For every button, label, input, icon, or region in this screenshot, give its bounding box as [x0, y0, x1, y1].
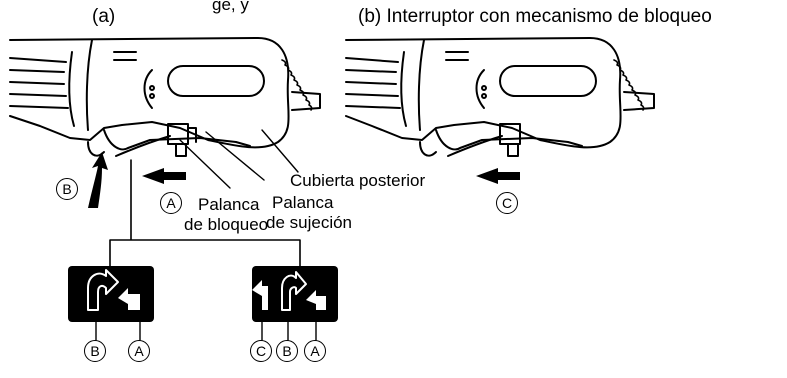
callout-lock-lever-line1: Palanca	[198, 195, 260, 214]
callout-rear-cover: Cubierta posterior	[290, 171, 426, 190]
arrow-c-left	[476, 168, 520, 184]
tool-body-b	[345, 37, 655, 157]
marker-a: A	[160, 192, 182, 214]
arrow-b-up	[88, 152, 108, 208]
panel-b-label: (b) Interruptor con mecanismo de bloqueo	[358, 6, 712, 27]
seq-right-marker-a: A	[304, 340, 326, 362]
arrow-a-left	[142, 168, 186, 184]
leader-rear-cover	[261, 129, 299, 173]
panel-a-label: (a)	[92, 6, 116, 27]
seq-left-a-arrow	[118, 288, 140, 310]
tool-body-a	[9, 37, 321, 157]
callout-lock-lever-line2: de bloqueo	[184, 215, 269, 234]
callout-clamp-lever-line2: de sujeción	[266, 213, 353, 232]
callout-clamp-lever-line1: Palanca	[272, 193, 334, 212]
leader-clamp-lever	[205, 131, 265, 181]
marker-b: B	[56, 178, 78, 200]
seq-left-marker-b: B	[84, 340, 106, 362]
marker-c: C	[496, 192, 518, 214]
seq-right-marker-b: B	[276, 340, 298, 362]
sequence-connector	[109, 159, 301, 267]
seq-left-b-arrow	[87, 269, 119, 311]
leader-lock-lever	[179, 139, 231, 189]
seq-right-a-arrow	[306, 290, 326, 310]
seq-right-b-arrow	[281, 271, 307, 311]
seq-left-marker-a: A	[128, 340, 150, 362]
top-caption: ge, y	[212, 0, 249, 14]
seq-right-marker-c: C	[250, 340, 272, 362]
seq-right-c-arrow	[252, 280, 268, 310]
